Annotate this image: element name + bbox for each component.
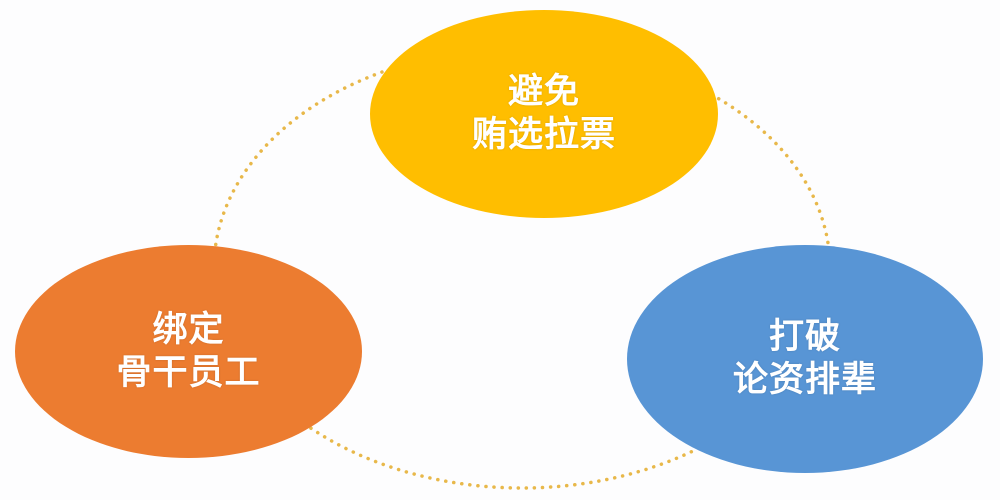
node-break-seniority: 打破 论资排辈 (627, 245, 983, 473)
node-right-line1: 打破 (768, 317, 841, 358)
node-right-line2: 论资排辈 (732, 360, 877, 400)
node-bind-key-staff: 绑定 骨干员工 (15, 245, 362, 458)
node-top-line2: 贿选拉票 (471, 115, 616, 155)
node-left-line1: 绑定 (152, 309, 225, 350)
node-left-line2: 骨干员工 (116, 352, 261, 393)
node-top-line1: 避免 (507, 72, 580, 113)
node-avoid-vote-buying: 避免 贿选拉票 (370, 10, 718, 218)
